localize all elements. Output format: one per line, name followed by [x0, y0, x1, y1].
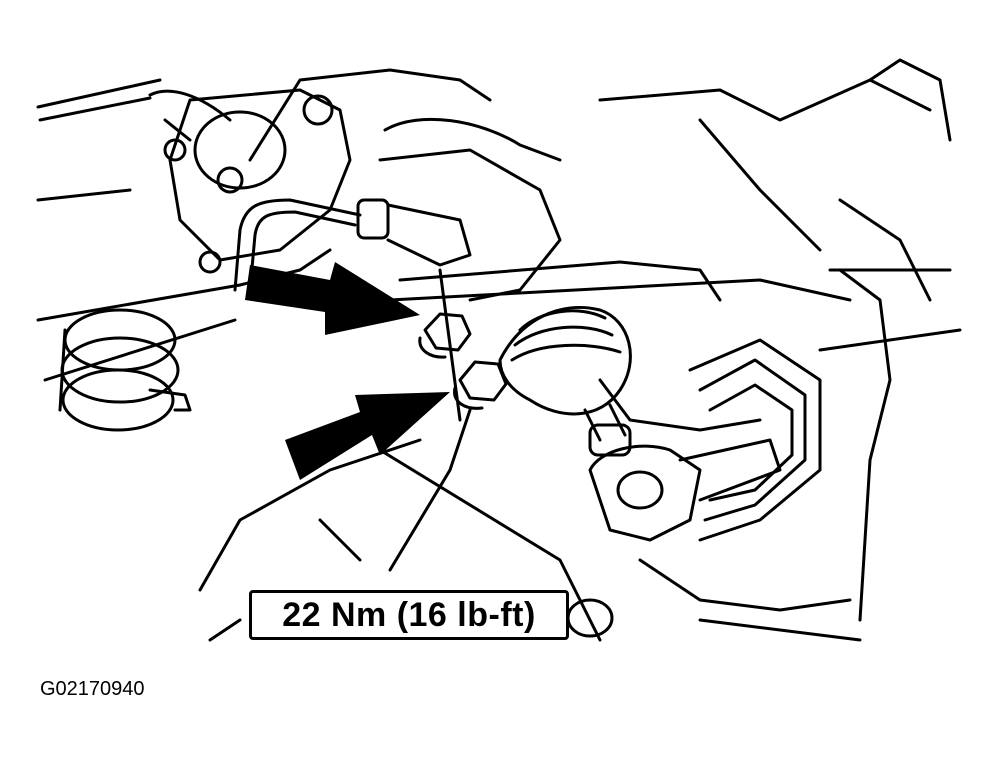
chassis-outline — [36, 58, 962, 382]
cable-boot — [498, 305, 632, 457]
master-cylinder — [148, 88, 352, 274]
transmission-housing — [198, 148, 892, 642]
nut-icon — [453, 360, 508, 410]
nut-icon — [418, 312, 472, 359]
torque-callout-box: 22 Nm (16 lb-ft) — [249, 590, 569, 640]
arrow-pointer-icon — [245, 262, 420, 335]
hydraulic-line — [233, 198, 472, 292]
arrow-pointer-icon — [285, 392, 450, 480]
coil-spring — [58, 308, 192, 432]
figure-id: G02170940 — [40, 678, 145, 700]
torque-callout-label: 22 Nm (16 lb-ft) — [282, 595, 536, 634]
shift-bracket — [588, 338, 852, 612]
